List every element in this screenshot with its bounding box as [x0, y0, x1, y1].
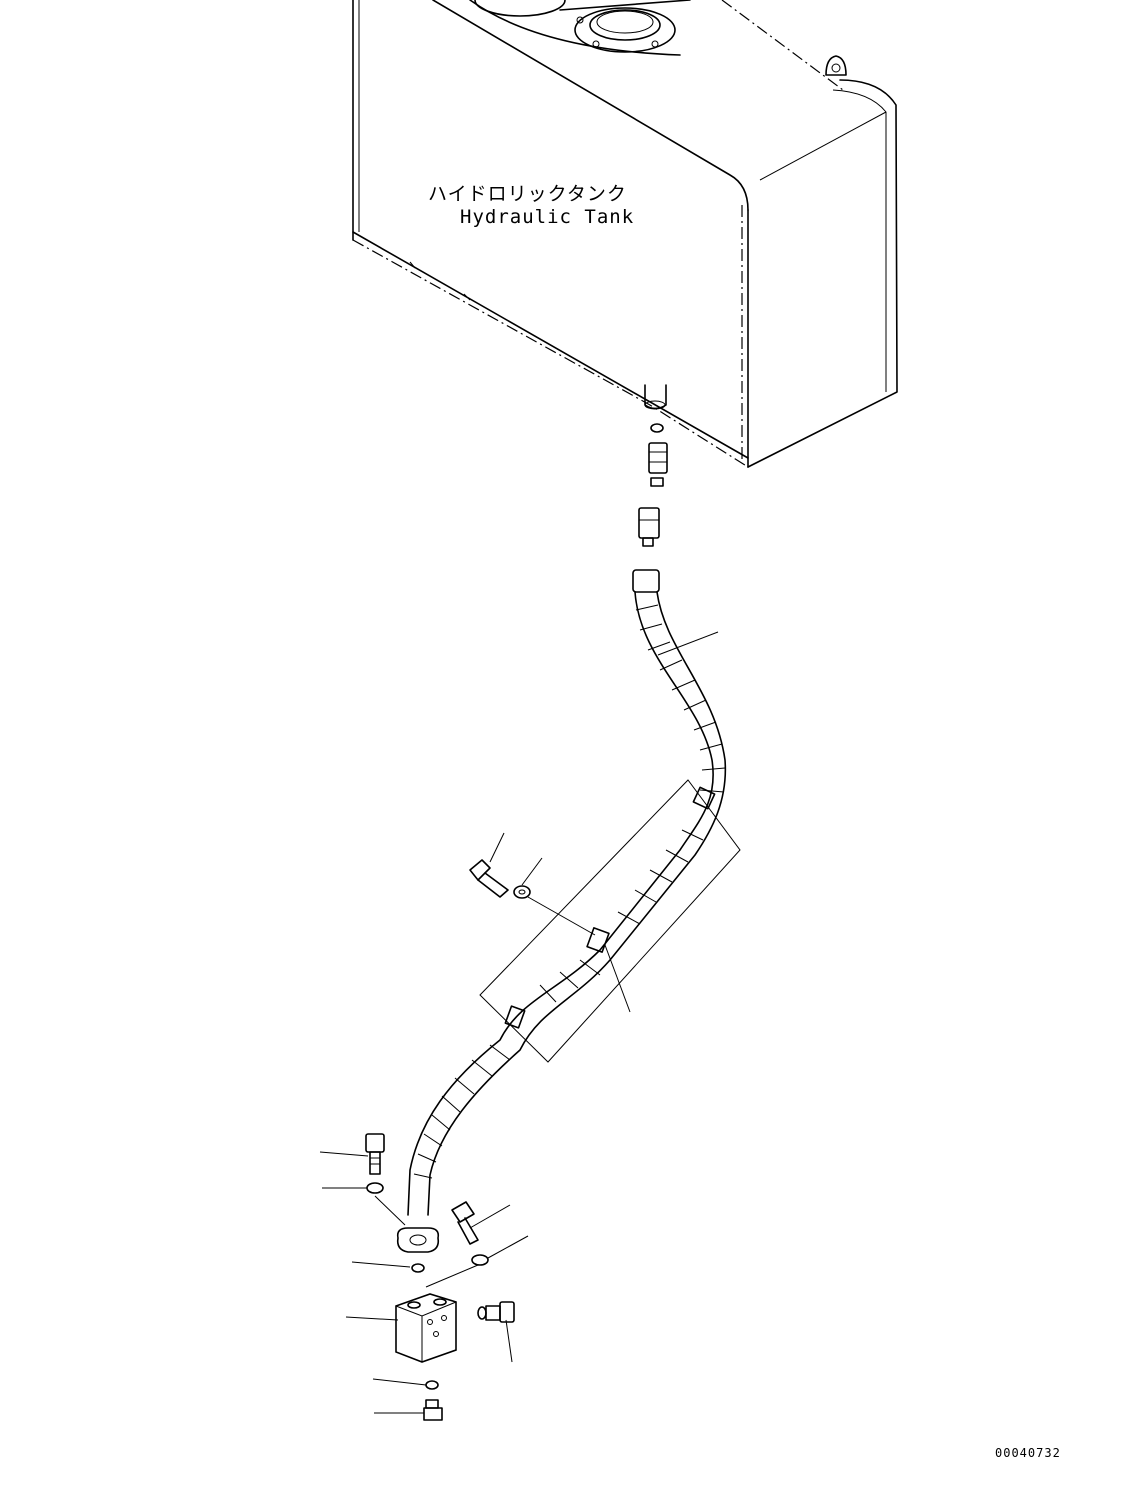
leader-lines — [319, 631, 719, 1414]
washer-icon — [471, 1254, 489, 1266]
bolt-icon — [451, 1201, 479, 1245]
bolt-icon — [365, 1133, 385, 1175]
plug-icon — [423, 1399, 443, 1421]
drawing-number: 00040732 — [995, 1446, 1061, 1460]
bolt-icon — [469, 859, 509, 898]
sensor-icon — [477, 1301, 515, 1323]
flange-icon — [396, 1227, 440, 1253]
tank-label-japanese: ハイドロリックタンク — [428, 183, 627, 205]
washer-icon — [366, 1182, 384, 1194]
hose-icon — [407, 569, 727, 1216]
o-ring-icon — [425, 1380, 439, 1390]
washer-icon — [513, 885, 531, 899]
block-icon — [395, 1293, 457, 1363]
clamp-icon — [504, 786, 716, 1029]
o-ring-icon — [411, 1263, 425, 1273]
fitting-icon — [638, 423, 668, 547]
tank-label-english: Hydraulic Tank — [460, 206, 635, 228]
hydraulic-tank-icon — [352, 0, 898, 468]
